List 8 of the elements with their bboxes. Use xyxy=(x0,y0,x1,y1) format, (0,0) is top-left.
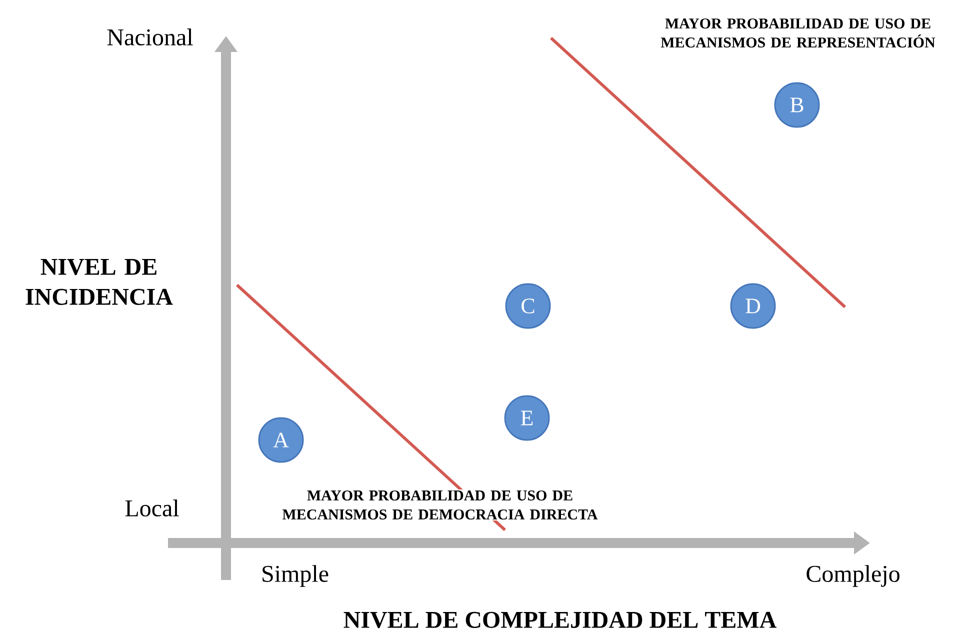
note-text: MAYOR PROBABILIDAD DE USO DE MECANISMOS DE DEMOCRACIA DIRECTA xyxy=(269,489,611,521)
axis-label: Simple xyxy=(262,565,328,587)
note-text: MAYOR PROBABILIDAD DE USO DE MECANISMOS DE REPRESENTACIÓN xyxy=(660,18,936,48)
axis-label: Complejo xyxy=(806,565,900,587)
axis-title: NIVEL DE INCIDENCIA xyxy=(26,259,173,305)
axis-title: NIVEL DE COMPLEJIDAD DEL TEMA xyxy=(344,612,776,628)
axis-label: Local xyxy=(125,500,179,516)
axis-label: Nacional xyxy=(107,28,193,46)
